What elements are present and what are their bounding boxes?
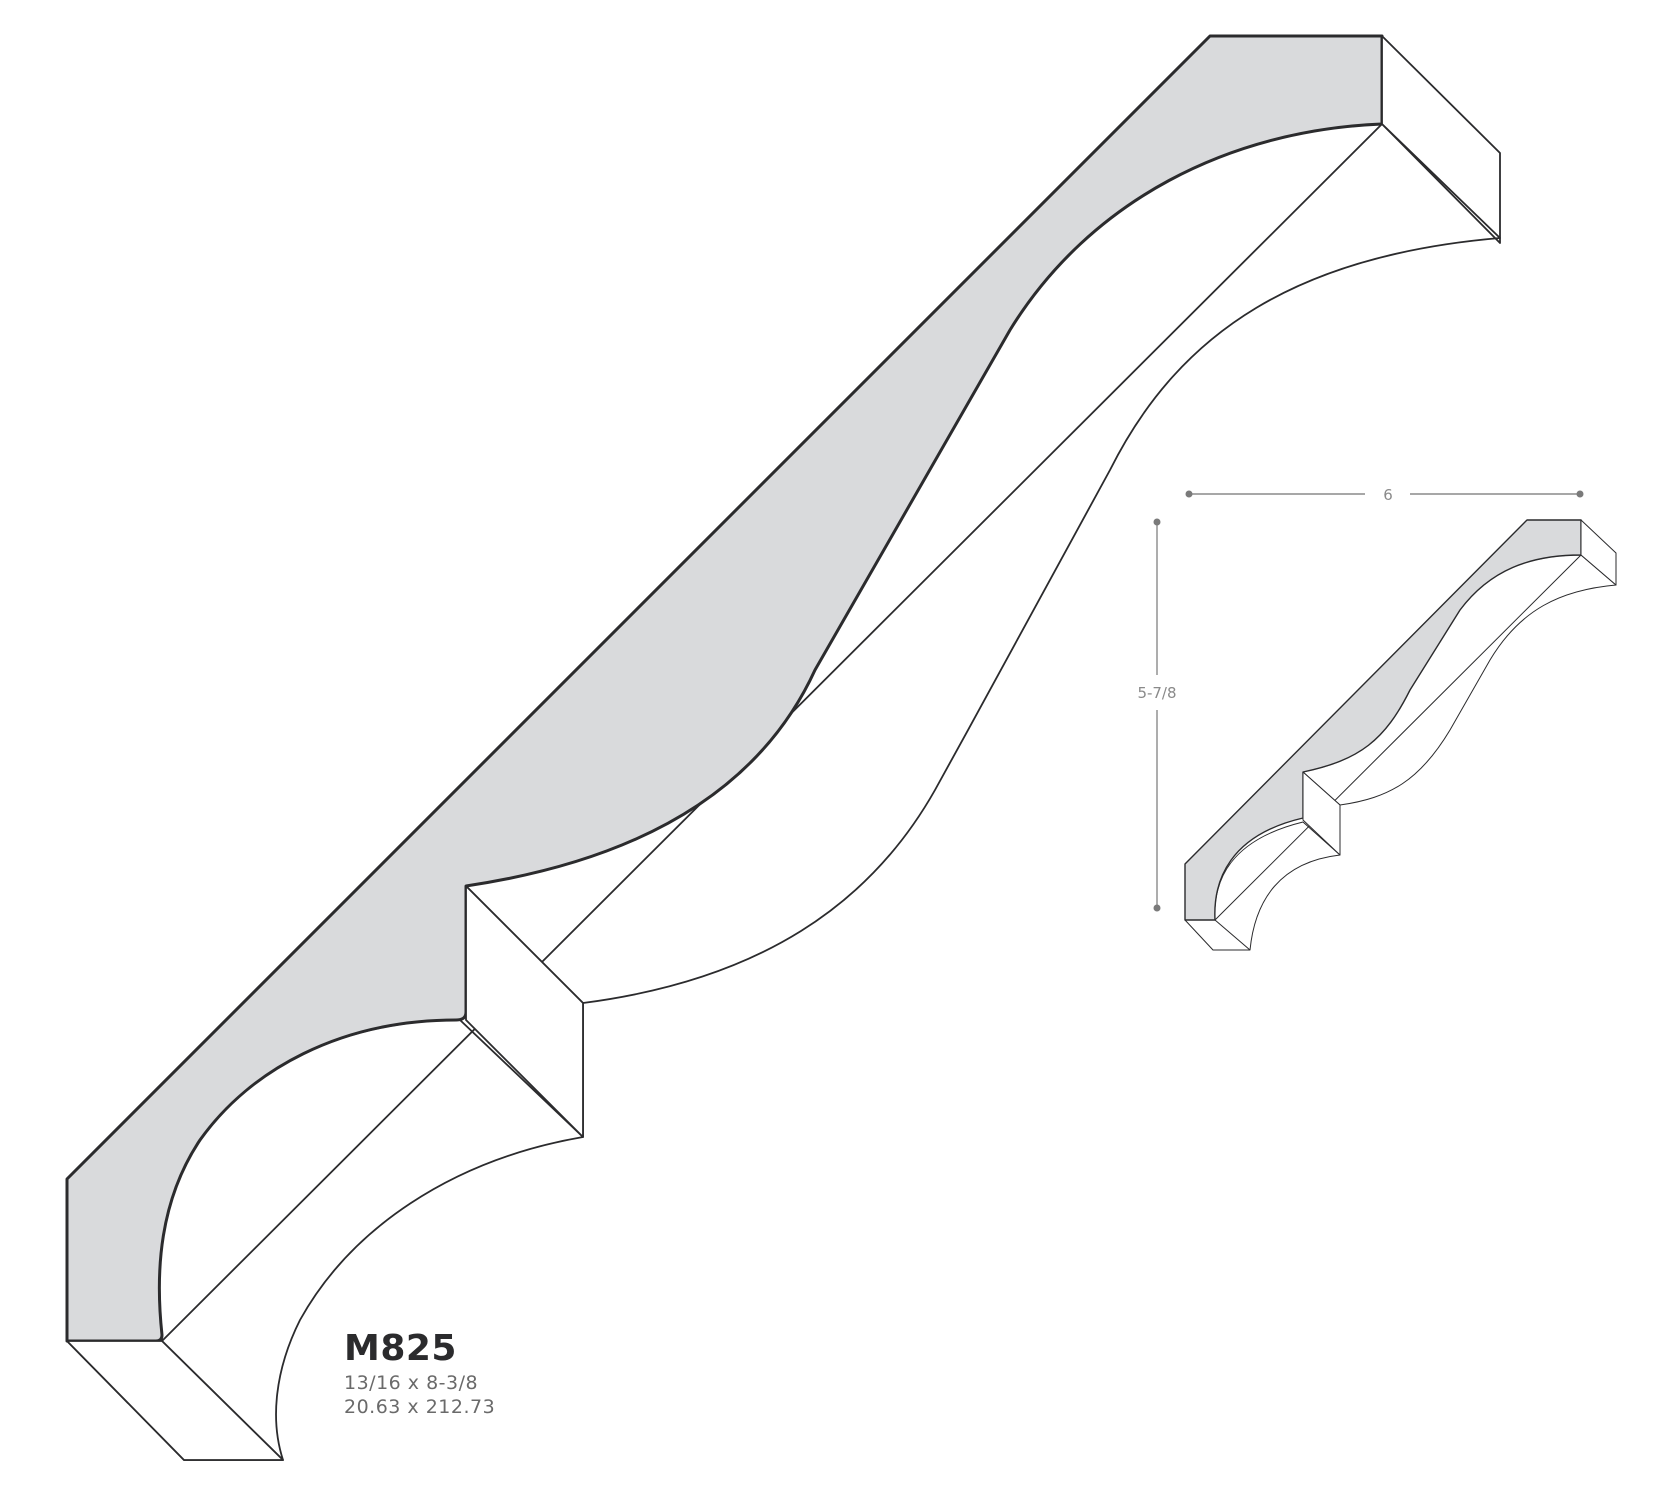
width-dimension-label: 6 [1383,486,1393,504]
dimensions-metric: 20.63 x 212.73 [344,1396,496,1418]
height-dimension-label: 5-7/8 [1137,684,1176,702]
moulding-thumb-top-end [1580,519,1617,586]
moulding-large-profile [65,34,1501,1461]
moulding-thumb-body [1184,554,1617,951]
product-code: M825 [344,1328,457,1369]
moulding-large-bottom-end [66,1340,284,1461]
height-dimension: 5-7/8 [1137,518,1177,912]
moulding-thumb-face [1184,519,1582,921]
moulding-large-top-end [1381,35,1501,239]
moulding-large-face [65,34,1384,1343]
dimensions-imperial: 13/16 x 8-3/8 [344,1372,479,1394]
moulding-large-step-end [465,885,584,1138]
moulding-thumbnail [1184,519,1617,951]
width-dimension: 6 [1185,486,1584,504]
moulding-thumb-step-end [1302,771,1341,856]
